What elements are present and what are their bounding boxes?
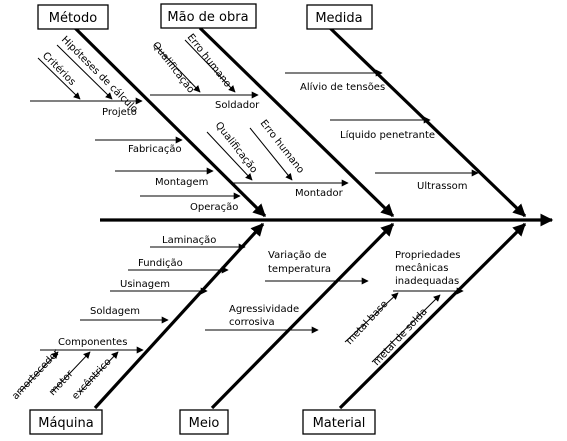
arrow-erro-humano-2: [249, 127, 293, 181]
bone-meio: [210, 222, 395, 410]
cause-alivio-tensoes: Alívio de tensões: [300, 81, 385, 93]
label-mao-de-obra: Mão de obra: [167, 10, 248, 25]
box-maquina: Máquina: [29, 409, 103, 435]
cause-fundicao: Fundição: [138, 258, 183, 269]
box-mao-de-obra: Mão de obra: [160, 3, 257, 29]
cause-usinagem: Usinagem: [120, 279, 170, 290]
label-material: Material: [313, 416, 366, 431]
arrow-qualificacao-2: [206, 131, 253, 181]
cause-propriedades-3: inadequadas: [395, 276, 459, 287]
bone-mao-de-obra: [198, 26, 395, 218]
cause-montador: Montador: [295, 188, 344, 199]
arrow-erro-humano-1: [184, 39, 236, 93]
cause-propriedades-1: Propriedades: [395, 250, 460, 261]
arrow-amortecedor: [19, 351, 59, 393]
cause-qualificacao-1: Qualificação: [150, 40, 197, 95]
cause-fabricacao: Fabricação: [128, 144, 182, 155]
label-medida: Medida: [315, 11, 362, 26]
label-meio: Meio: [189, 416, 220, 431]
arrow-hipoteses: [56, 44, 113, 100]
box-medida: Medida: [306, 4, 373, 30]
cause-erro-humano-1: Erro humano: [185, 32, 233, 90]
box-meio: Meio: [179, 409, 229, 435]
cause-soldagem: Soldagem: [90, 306, 140, 317]
arrow-metal-solda: [371, 294, 441, 363]
arrow-excentrico: [79, 351, 119, 393]
cause-agressividade-1: Agressividade: [229, 304, 299, 315]
cause-projeto: Projeto: [102, 107, 137, 118]
cause-metal-base: metal base: [344, 299, 390, 347]
cause-qualificacao-2: Qualificação: [213, 120, 260, 175]
label-metodo: Método: [49, 11, 98, 26]
cause-soldador: Soldador: [215, 100, 260, 111]
cause-componentes: Componentes: [58, 337, 127, 348]
cause-liquido-penetrante: Líquido penetrante: [340, 129, 435, 141]
cause-propriedades-2: mecânicas: [395, 262, 448, 274]
cause-laminacao: Laminação: [162, 235, 216, 246]
cause-variacao-temperatura-2: temperatura: [268, 264, 331, 275]
label-maquina: Máquina: [38, 416, 94, 431]
arrow-motor: [51, 351, 91, 393]
bone-material: [338, 222, 527, 410]
box-material: Material: [302, 409, 376, 435]
box-metodo: Método: [37, 4, 109, 30]
cause-operacao: Operação: [190, 202, 238, 213]
arrow-criterios: [37, 57, 81, 100]
arrow-metal-base: [344, 292, 399, 343]
bone-maquina: [93, 222, 265, 410]
cause-ultrassom: Ultrassom: [417, 181, 468, 192]
bone-metodo: [73, 26, 267, 218]
arrow-qualificacao-1: [154, 44, 201, 93]
cause-variacao-temperatura-1: Variação de: [268, 250, 327, 261]
cause-montagem: Montagem: [155, 177, 208, 188]
cause-agressividade-2: corrosiva: [229, 317, 275, 328]
